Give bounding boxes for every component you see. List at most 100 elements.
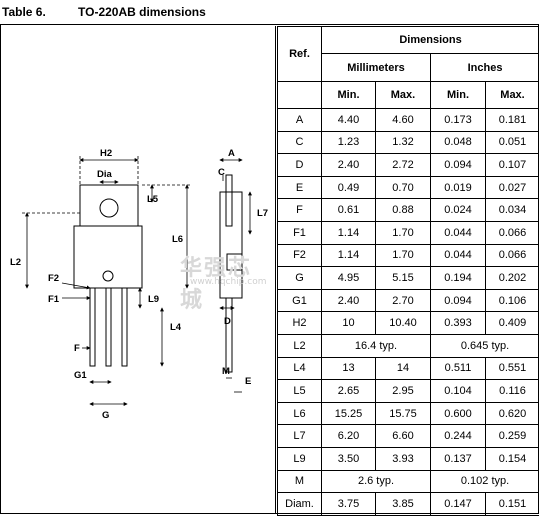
table-frame: H2 Dia L5 L6 L2 F2 F1 L9 L4 F G1 G A C L… bbox=[0, 24, 539, 516]
cell-in-min: 0.048 bbox=[430, 130, 486, 155]
label-l6: L6 bbox=[172, 234, 183, 245]
cell-mm-min: 10 bbox=[321, 311, 376, 335]
header-mm-max: Max. bbox=[375, 81, 431, 109]
cell-ref: L7 bbox=[277, 424, 322, 448]
cell-in-min: 0.104 bbox=[430, 379, 486, 403]
cell-mm-min: 1.14 bbox=[321, 243, 376, 268]
table-number: Table 6. bbox=[2, 5, 46, 19]
cell-mm-min: 0.61 bbox=[321, 198, 376, 222]
header-in-min: Min. bbox=[430, 81, 486, 109]
cell-in-min: 0.600 bbox=[430, 401, 486, 426]
header-ref-empty bbox=[277, 81, 322, 109]
cell-mm-min: 3.75 bbox=[321, 492, 376, 516]
cell-mm-min: 2.40 bbox=[321, 288, 376, 313]
side-lead bbox=[225, 297, 233, 373]
cell-in-max: 0.116 bbox=[484, 379, 539, 403]
header-in-max: Max. bbox=[484, 81, 539, 109]
cell-in-min: 0.244 bbox=[430, 424, 486, 448]
cell-mm-max: 15.75 bbox=[375, 401, 431, 426]
watermark-url: www.hqchip.com bbox=[190, 277, 267, 287]
header-dimensions: Dimensions bbox=[320, 26, 539, 54]
package-outline-svg: H2 Dia L5 L6 L2 F2 F1 L9 L4 F G1 G A C L… bbox=[10, 148, 268, 421]
lead-3 bbox=[121, 287, 128, 367]
cell-ref: L2 bbox=[277, 333, 322, 358]
side-body bbox=[219, 191, 243, 299]
cell-mm-max: 0.70 bbox=[375, 175, 431, 200]
cell-in-max: 0.106 bbox=[484, 288, 539, 313]
label-a: A bbox=[228, 148, 235, 159]
cell-in-max: 0.151 bbox=[484, 492, 539, 516]
cell-in-min: 0.137 bbox=[430, 446, 486, 471]
cell-in-max: 0.034 bbox=[484, 198, 539, 222]
header-inches: Inches bbox=[429, 53, 539, 82]
cell-in-typ: 0.645 typ. bbox=[429, 333, 539, 358]
label-l4: L4 bbox=[170, 322, 182, 333]
dimensions-table: Ref. Dimensions Millimeters Inches Min. … bbox=[277, 26, 539, 516]
label-c: C bbox=[218, 167, 225, 178]
cell-in-max: 0.620 bbox=[484, 401, 539, 426]
table-caption: Table 6. TO-220AB dimensions bbox=[2, 5, 206, 21]
label-g1: G1 bbox=[74, 370, 87, 381]
cell-mm-max: 1.70 bbox=[375, 243, 431, 268]
marking-dot bbox=[102, 270, 114, 282]
side-notch bbox=[226, 253, 243, 271]
cell-mm-min: 2.40 bbox=[321, 153, 376, 177]
cell-ref: C bbox=[277, 130, 322, 155]
label-h2: H2 bbox=[100, 148, 112, 159]
label-g: G bbox=[102, 410, 109, 421]
cell-in-min: 0.094 bbox=[430, 153, 486, 177]
cell-mm-min: 15.25 bbox=[321, 401, 376, 426]
cell-in-min: 0.393 bbox=[430, 311, 486, 335]
cell-in-min: 0.044 bbox=[430, 243, 486, 268]
cell-in-max: 0.051 bbox=[484, 130, 539, 155]
cell-ref: F1 bbox=[277, 220, 322, 245]
cell-mm-max: 3.93 bbox=[375, 446, 431, 471]
label-f2: F2 bbox=[48, 273, 59, 284]
cell-ref: H2 bbox=[277, 311, 322, 335]
label-f1: F1 bbox=[48, 294, 60, 305]
cell-mm-typ: 16.4 typ. bbox=[321, 333, 431, 358]
cell-in-min: 0.194 bbox=[430, 266, 486, 290]
cell-ref: M bbox=[277, 469, 322, 494]
cell-mm-max: 5.15 bbox=[375, 266, 431, 290]
cell-in-max: 0.107 bbox=[484, 153, 539, 177]
watermark: 华强芯城 bbox=[180, 256, 253, 313]
cell-ref: L6 bbox=[277, 401, 322, 426]
cell-in-max: 0.066 bbox=[484, 220, 539, 245]
cell-mm-max: 2.95 bbox=[375, 379, 431, 403]
cell-ref: L5 bbox=[277, 379, 322, 403]
cell-in-max: 0.259 bbox=[484, 424, 539, 448]
cell-in-min: 0.511 bbox=[430, 356, 486, 381]
table-title: TO-220AB dimensions bbox=[78, 5, 206, 19]
side-tab bbox=[225, 174, 233, 227]
cell-mm-max: 10.40 bbox=[375, 311, 431, 335]
cell-ref: F bbox=[277, 198, 322, 222]
label-m: M bbox=[222, 366, 230, 377]
cell-ref: Diam. bbox=[277, 492, 322, 516]
cell-ref: G bbox=[277, 266, 322, 290]
label-l2: L2 bbox=[10, 257, 21, 268]
label-l5: L5 bbox=[147, 194, 159, 205]
cell-in-max: 0.409 bbox=[484, 311, 539, 335]
cell-mm-min: 6.20 bbox=[321, 424, 376, 448]
cell-mm-min: 1.14 bbox=[321, 220, 376, 245]
cell-in-min: 0.094 bbox=[430, 288, 486, 313]
label-f: F bbox=[74, 343, 80, 354]
cell-ref: G1 bbox=[277, 288, 322, 313]
cell-mm-max: 2.70 bbox=[375, 288, 431, 313]
cell-ref: F2 bbox=[277, 243, 322, 268]
cell-ref: D bbox=[277, 153, 322, 177]
lead-1 bbox=[89, 287, 96, 367]
cell-mm-max: 2.72 bbox=[375, 153, 431, 177]
package-drawing: H2 Dia L5 L6 L2 F2 F1 L9 L4 F G1 G A C L… bbox=[2, 26, 276, 514]
cell-ref: L4 bbox=[277, 356, 322, 381]
